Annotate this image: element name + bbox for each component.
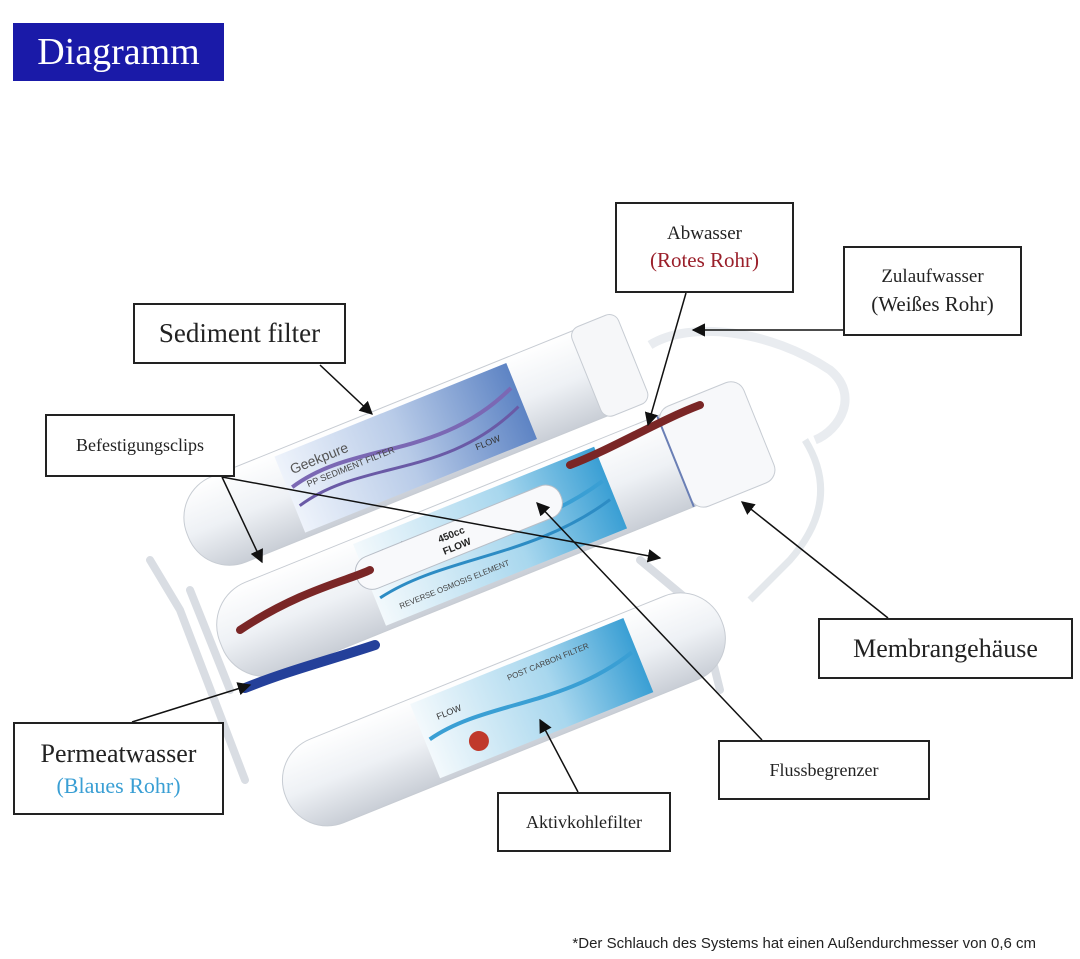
label-abwasser-sub: (Rotes Rohr) <box>649 248 760 273</box>
label-sediment-filter-text: Sediment filter <box>158 318 321 349</box>
label-permeatwasser: Permeatwasser (Blaues Rohr) <box>13 722 224 815</box>
label-abwasser-text: Abwasser <box>667 222 742 244</box>
label-befestigungsclips: Befestigungsclips <box>45 414 235 477</box>
label-zulaufwasser: Zulaufwasser (Weißes Rohr) <box>843 246 1022 336</box>
label-membrangehaeuse: Membrangehäuse <box>818 618 1073 679</box>
label-abwasser: Abwasser (Rotes Rohr) <box>615 202 794 293</box>
label-aktivkohlefilter-text: Aktivkohlefilter <box>526 811 642 832</box>
label-flussbegrenzer-text: Flussbegrenzer <box>769 759 879 780</box>
label-permeatwasser-sub: (Blaues Rohr) <box>56 773 181 799</box>
footnote: *Der Schlauch des Systems hat einen Auße… <box>572 935 1036 952</box>
label-zulaufwasser-text: Zulaufwasser <box>881 266 984 287</box>
label-sediment-filter: Sediment filter <box>133 303 346 364</box>
diagram-title-badge: Diagramm <box>13 23 224 81</box>
label-membrangehaeuse-text: Membrangehäuse <box>853 633 1038 663</box>
red-waste-tube <box>236 401 704 634</box>
leader-lines <box>131 292 889 793</box>
white-feed-tube <box>647 326 850 445</box>
sediment-filter-housing: Geekpure PP SEDIMENT FILTER FLOW <box>183 314 649 566</box>
carbon-filter-housing: POST CARBON FILTER FLOW <box>281 592 726 827</box>
blue-permeate-tube <box>240 640 380 693</box>
label-permeatwasser-text: Permeatwasser <box>40 739 197 769</box>
label-aktivkohlefilter: Aktivkohlefilter <box>497 792 671 852</box>
label-zulaufwasser-sub: (Weißes Rohr) <box>871 291 994 316</box>
label-flussbegrenzer: Flussbegrenzer <box>718 740 930 800</box>
label-befestigungsclips-text: Befestigungsclips <box>76 435 204 456</box>
